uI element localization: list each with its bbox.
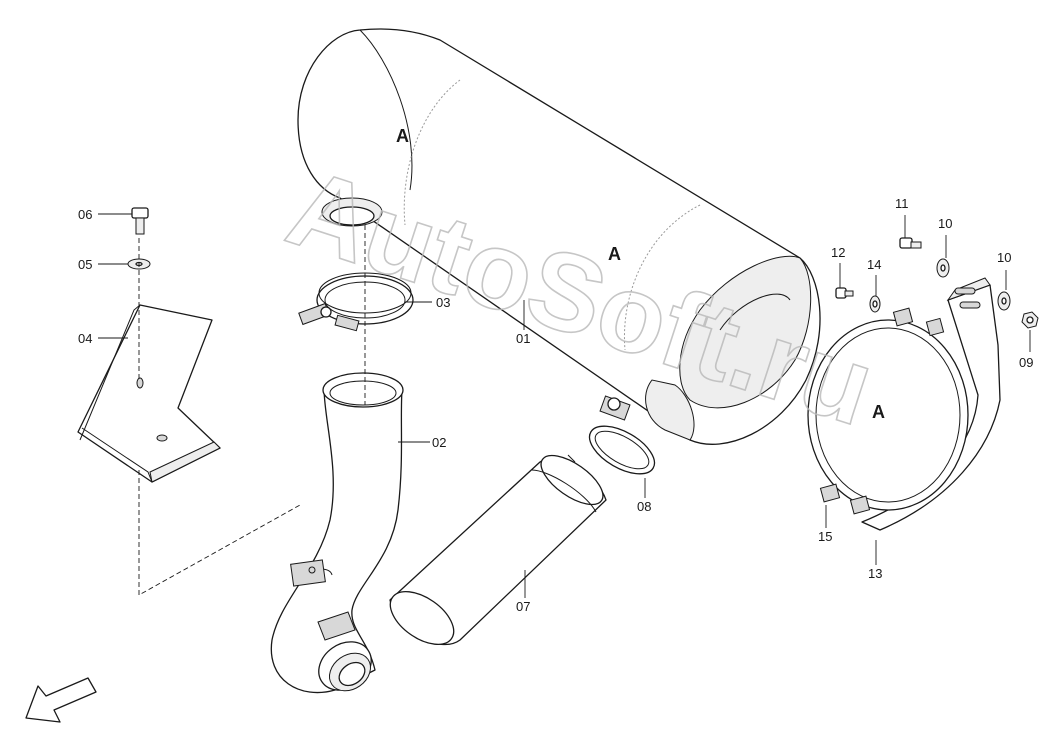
inlet-pipe <box>270 372 404 694</box>
bolt-06 <box>131 207 149 235</box>
callout-09: 09 <box>1019 355 1033 370</box>
callout-03: 03 <box>436 295 450 310</box>
bolt-11 <box>899 237 922 249</box>
section-label-a-1: A <box>396 126 409 146</box>
callout-05: 05 <box>78 257 92 272</box>
section-label-a-2: A <box>608 244 621 264</box>
heat-shield-bracket <box>77 304 221 483</box>
washer-10-lower <box>997 291 1011 311</box>
callout-10-lower: 10 <box>997 250 1011 265</box>
callout-13: 13 <box>868 566 882 581</box>
tail-pipe <box>389 454 607 646</box>
muffler <box>297 28 821 445</box>
callout-11: 11 <box>895 196 909 211</box>
callout-04: 04 <box>78 331 92 346</box>
section-label-a-3: A <box>872 402 885 422</box>
nut-09 <box>1021 311 1039 329</box>
leader-lines <box>98 213 1031 598</box>
callout-12: 12 <box>831 245 845 260</box>
arrow-down-left-icon <box>25 677 97 723</box>
mounting-bracket <box>807 277 1001 531</box>
washer-10-upper <box>936 258 950 278</box>
callout-01: 01 <box>516 331 530 346</box>
callout-02: 02 <box>432 435 446 450</box>
bolt-12 <box>835 287 854 299</box>
clamp-08 <box>588 395 656 475</box>
callout-10-upper: 10 <box>938 216 952 231</box>
callout-08: 08 <box>637 499 651 514</box>
washer-14 <box>869 295 881 313</box>
callout-06: 06 <box>78 207 92 222</box>
callout-07: 07 <box>516 599 530 614</box>
callout-15: 15 <box>818 529 832 544</box>
callout-14: 14 <box>867 257 881 272</box>
